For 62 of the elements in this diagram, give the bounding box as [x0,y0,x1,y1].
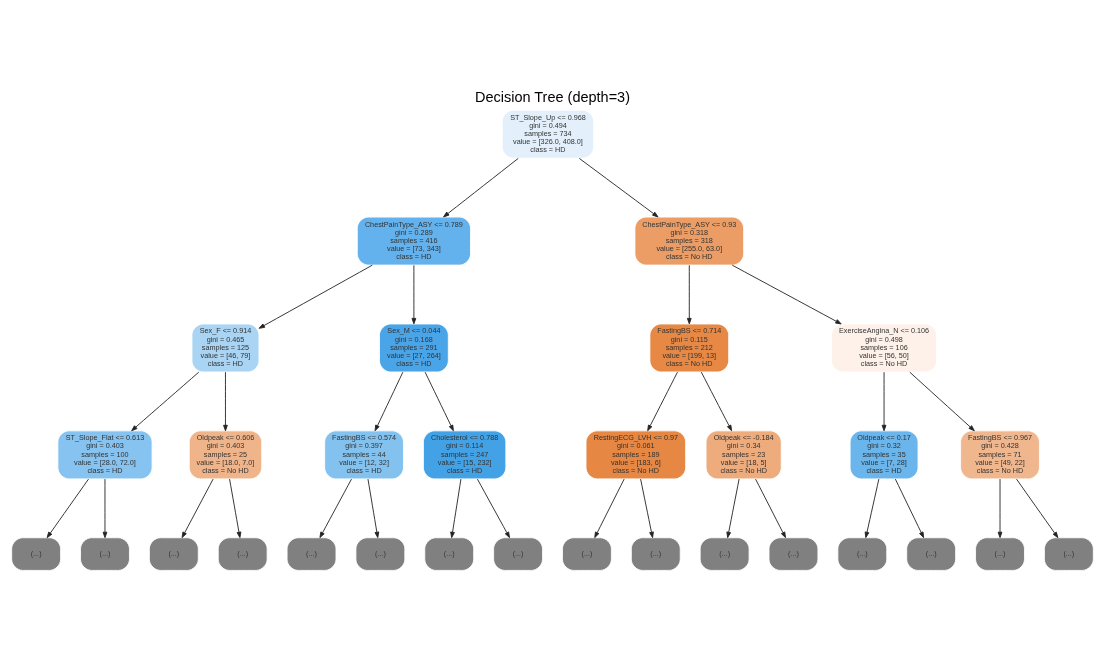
node-box: (...) [148,536,199,571]
arrow [476,478,510,538]
node-box: (...) [630,536,681,571]
arrow [864,478,880,538]
arrow [894,478,925,538]
arrow [258,264,373,329]
node-box: Sex_F <= 0.914 gini = 0.465 samples = 125 value = [46, 79] class = HD [191,323,260,372]
node-box: Cholesterol <= 0.788 gini = 0.114 samples = 247 value = [15, 232] class = HD [422,429,507,479]
node-box: FastingBS <= 0.714 gini = 0.115 samples = 212 value = [199, 13] class = No HD [649,323,730,372]
arrow [726,478,740,538]
node-box: (...) [286,536,337,571]
arrow [443,157,519,217]
node-box: (...) [768,536,819,571]
arrow [640,478,654,538]
arrow [997,478,1003,538]
node-box: (...) [699,536,750,571]
arrow [731,264,842,324]
node-box: (...) [562,536,612,571]
node-box: Sex_M <= 0.044 gini = 0.168 samples = 291 value = [27, 264] class = HD [379,323,449,372]
arrow [131,371,200,431]
arrow [647,371,678,431]
node-box: (...) [217,536,268,571]
arrow [229,478,242,538]
node-box: Oldpeak <= 0.606 gini = 0.403 samples = 25 value = [18.0, 7.0] class = No HD [188,429,263,479]
arrow [319,478,352,538]
arrow [909,371,975,431]
arrow [578,157,659,217]
node-box: ST_Slope_Up <= 0.968 gini = 0.494 samples = 734 value = [326.0, 408.0] class = HD [501,109,595,159]
arrow [374,371,404,431]
node-box: ChestPainType_ASY <= 0.789 gini = 0.289 samples = 416 value = [73, 343] class = HD [356,216,471,266]
node-box: FastingBS <= 0.574 gini = 0.397 samples = 44 value = [12, 32] class = HD [324,429,404,479]
arrow [881,371,887,431]
node-box: (...) [906,536,957,571]
node-box: (...) [11,536,62,571]
node-box: (...) [1043,536,1094,571]
node-box: (...) [837,536,888,571]
node-box: Oldpeak <= 0.17 gini = 0.32 samples = 35 value = [7, 28] class = HD [849,429,919,479]
node-box: (...) [424,536,475,571]
arrow [367,478,380,538]
arrow [594,478,625,538]
arrow [1016,478,1059,538]
arrow [181,478,214,538]
arrow [450,478,462,538]
arrow [102,478,108,538]
node-box: ChestPainType_ASY <= 0.93 gini = 0.318 samples = 318 value = [255.0, 63.0] class = No HD [634,216,745,266]
node-box: (...) [355,536,406,571]
node-box: RestingECG_LVH <= 0.97 gini = 0.061 samples = 189 value = [183, 6] class = No HD [585,429,687,479]
node-box: (...) [80,536,130,571]
arrow [700,371,733,431]
node-box: FastingBS <= 0.967 gini = 0.428 samples = 71 value = [49, 22] class = No HD [960,429,1040,479]
node-box: ExerciseAngina_N <= 0.106 gini = 0.498 samples = 106 value = [56, 50] class = No HD [831,323,938,372]
diagram-title: Decision Tree (depth=3) [475,88,630,105]
node-box: (...) [975,536,1025,571]
node-box: ST_Slope_Flat <= 0.613 gini = 0.403 samples = 100 value = [28.0, 72.0] class = HD [57,429,153,479]
arrow [755,478,786,538]
arrow [46,478,89,538]
node-box: (...) [493,536,543,571]
arrow [424,371,454,431]
node-box: Oldpeak <= -0.184 gini = 0.34 samples = 23 value = [18, 5] class = No HD [705,429,782,479]
arrow [411,264,417,324]
arrow [223,371,228,431]
arrow [686,264,692,324]
